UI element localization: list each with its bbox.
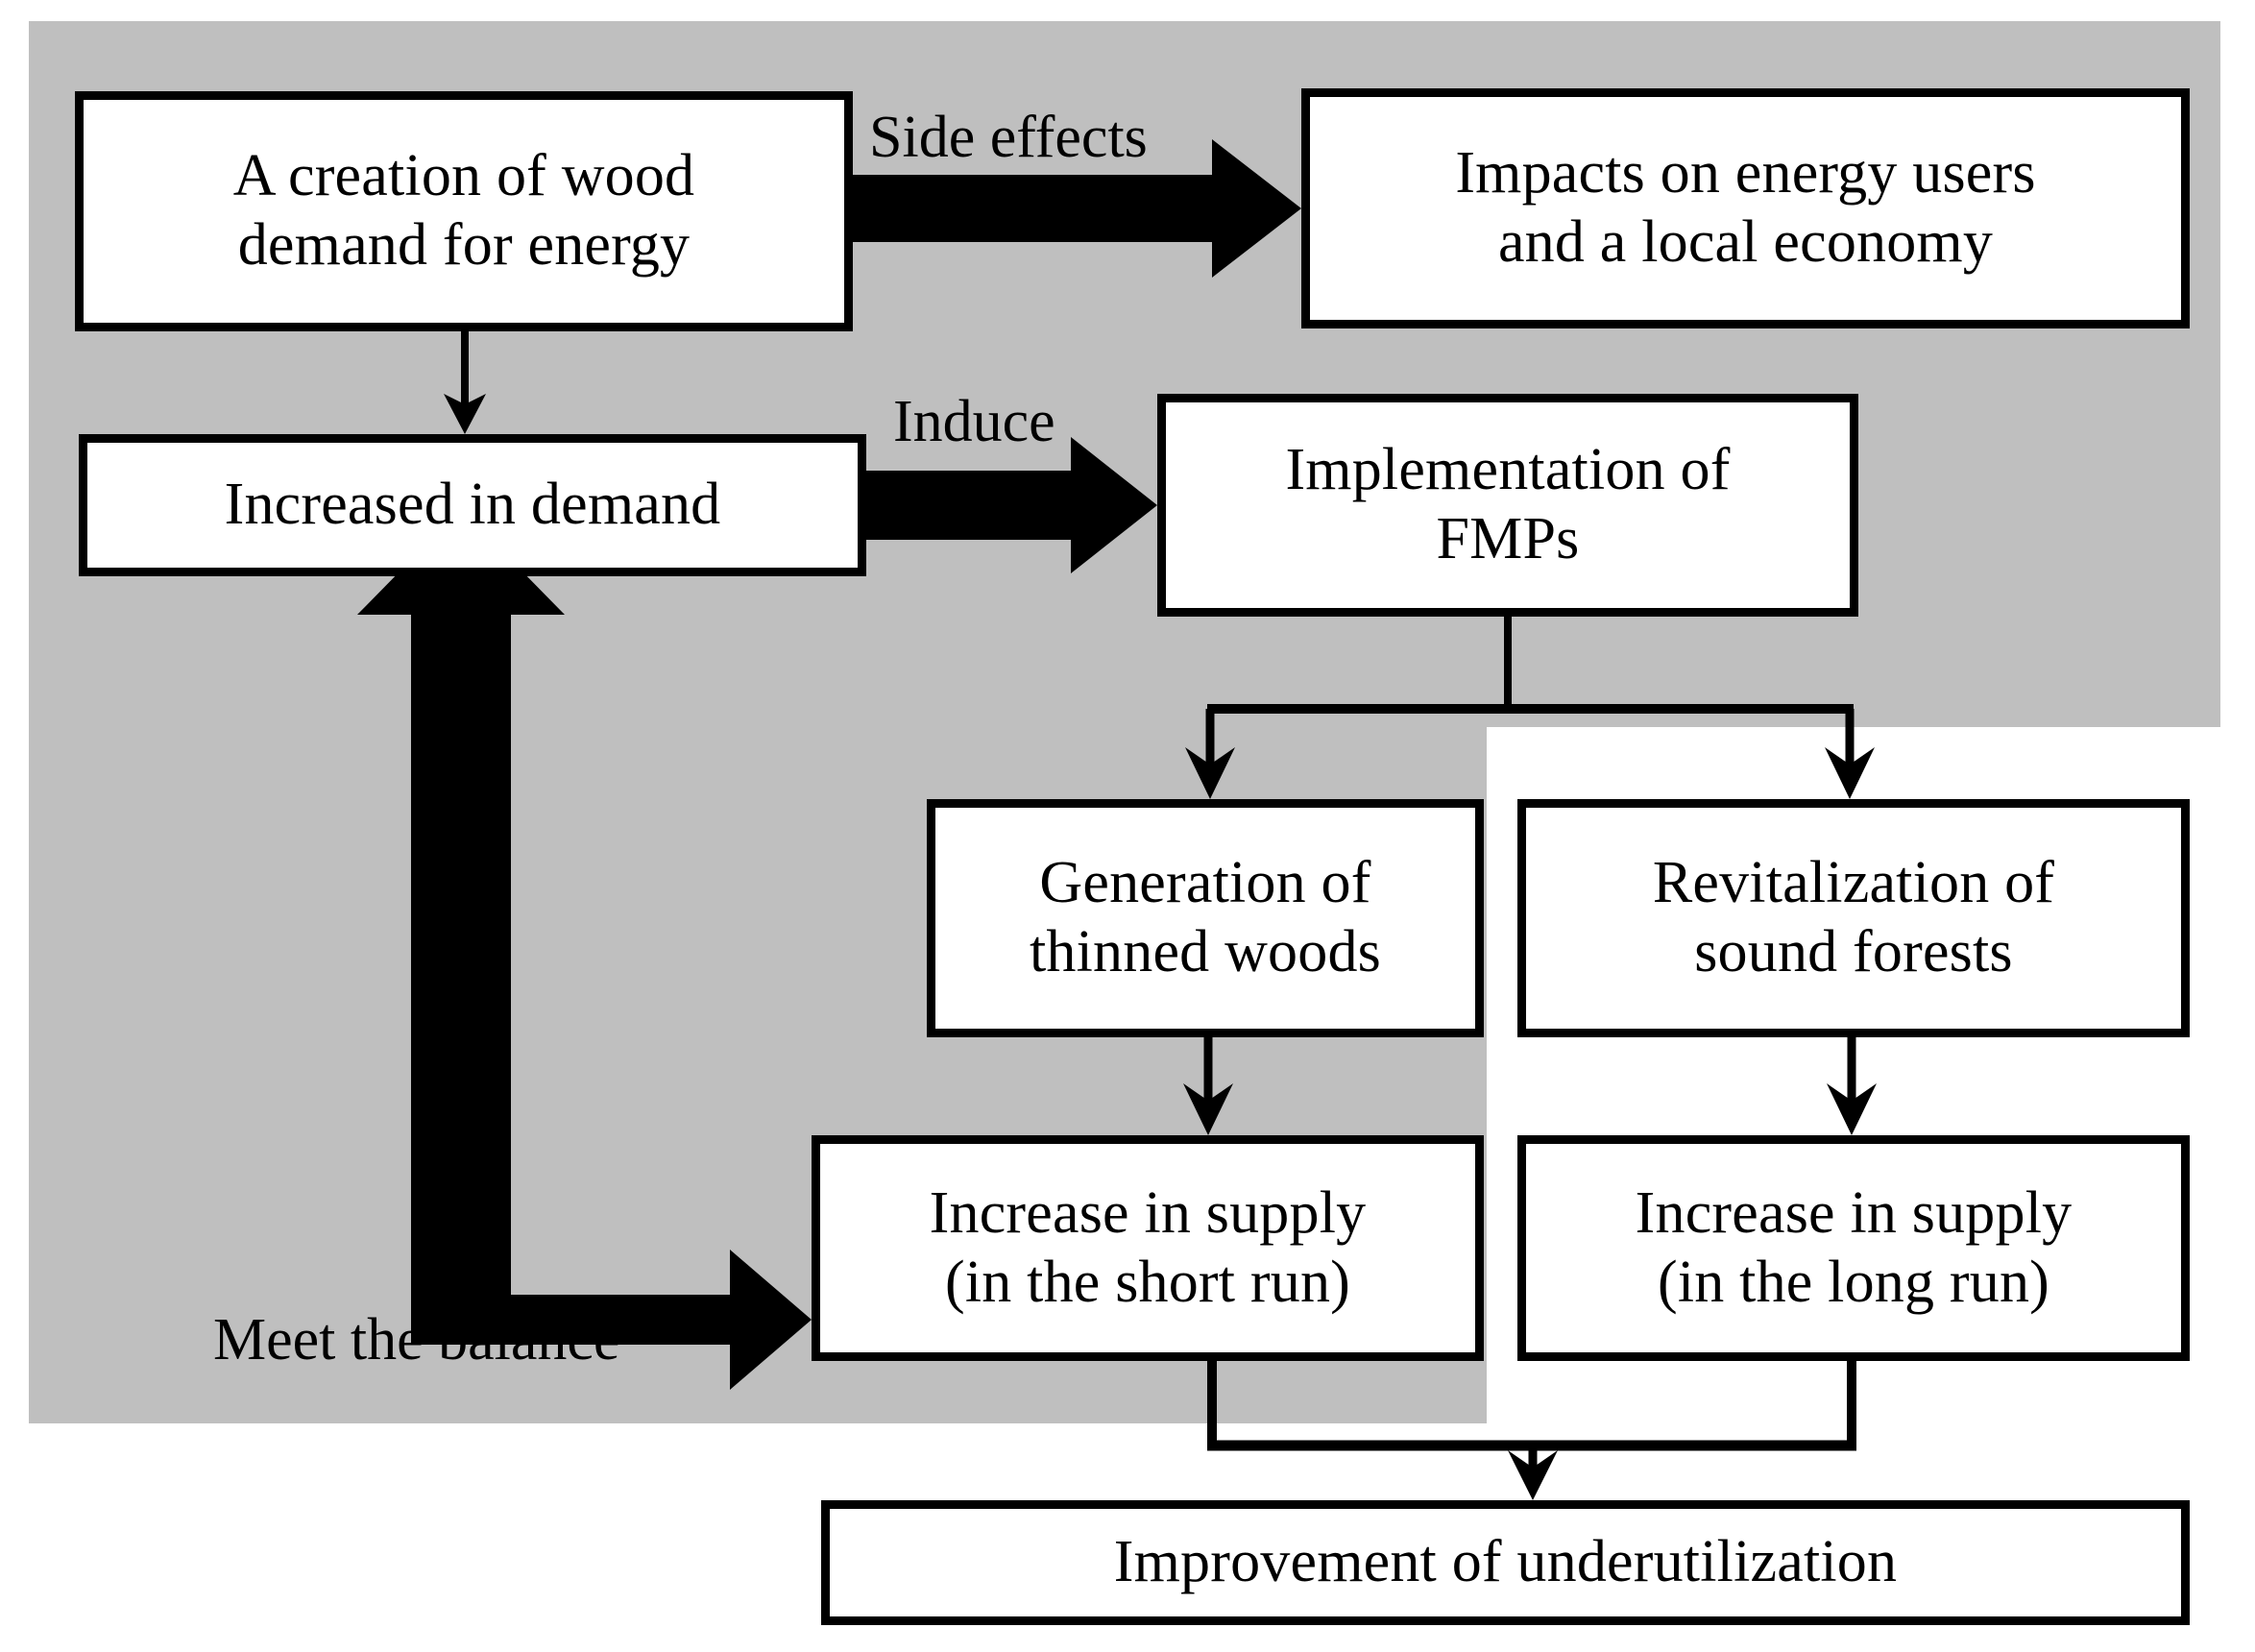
node-improvement-underutilization[interactable]: Improvement of underutilization <box>821 1500 2190 1625</box>
connector-side-effects-block-arrow <box>853 139 1301 278</box>
edge-label-meet-the-balance: Meet the balance <box>213 1307 620 1373</box>
node-increase-supply-long-run[interactable]: Increase in supply (in the long run) <box>1517 1135 2190 1361</box>
node-revitalization-sound-forests[interactable]: Revitalization of sound forests <box>1517 799 2190 1037</box>
node-generation-thinned-woods[interactable]: Generation of thinned woods <box>927 799 1484 1037</box>
node-increase-supply-short-run[interactable]: Increase in supply (in the short run) <box>812 1135 1484 1361</box>
node-label: Generation of thinned woods <box>1030 850 1381 984</box>
gray-highlight-panel <box>29 21 2220 1423</box>
edge-label-induce: Induce <box>893 389 1055 454</box>
node-label: Impacts on energy users and a local econ… <box>1455 140 2036 275</box>
node-label: Increase in supply (in the long run) <box>1635 1179 2073 1315</box>
node-implementation-fmps[interactable]: Implementation of FMPs <box>1157 394 1858 617</box>
node-label: A creation of wood demand for energy <box>232 143 695 278</box>
node-wood-demand-creation[interactable]: A creation of wood demand for energy <box>75 91 853 331</box>
node-impacts-energy-users[interactable]: Impacts on energy users and a local econ… <box>1301 88 2190 328</box>
node-label: Implementation of FMPs <box>1285 437 1731 571</box>
connector-creation-to-demand <box>444 331 486 434</box>
connector-revitalization-to-long-run <box>1827 1037 1877 1135</box>
connector-supplies-merge-to-improvement <box>1207 1361 1856 1500</box>
node-label: Revitalization of sound forests <box>1652 850 2055 984</box>
connector-thinned-to-short-run <box>1183 1037 1233 1135</box>
connector-induce-block-arrow <box>866 437 1157 573</box>
node-label: Improvement of underutilization <box>1113 1529 1898 1595</box>
connector-fmps-branch <box>1185 617 1875 799</box>
edge-label-side-effects: Side effects <box>869 105 1148 170</box>
node-increased-demand[interactable]: Increased in demand <box>79 434 866 576</box>
node-label: Increase in supply (in the short run) <box>929 1179 1367 1315</box>
connector-meet-the-balance-block-arrow <box>357 509 812 1390</box>
node-label: Increased in demand <box>224 472 721 538</box>
